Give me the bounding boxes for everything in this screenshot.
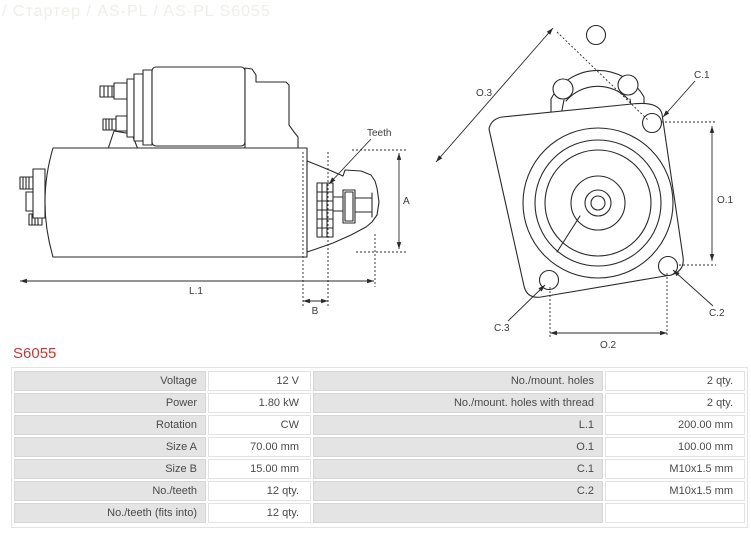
table-row: Size A 70.00 mm O.1 100.00 mm: [14, 437, 745, 457]
spec-value: 2 qty.: [605, 371, 745, 391]
spec-label: No./teeth (fits into): [14, 503, 206, 523]
dim-label-b: B: [312, 306, 319, 317]
teeth-label: Teeth: [367, 128, 391, 139]
spec-value: 1.80 kW: [208, 393, 311, 413]
spec-label: L.1: [313, 415, 603, 435]
spec-label: Rotation: [14, 415, 206, 435]
spec-value: M10x1.5 mm: [605, 459, 745, 479]
spec-value: 100.00 mm: [605, 437, 745, 457]
front-view-drawing: O.3 C.1 O.1 C.2 C.3 O.2: [435, 24, 734, 351]
spec-value: [605, 503, 745, 523]
spec-value: CW: [208, 415, 311, 435]
spec-label: C.1: [313, 459, 603, 479]
spec-table: Voltage 12 V No./mount. holes 2 qty. Pow…: [11, 367, 748, 528]
dim-label-o2: O.2: [600, 340, 617, 351]
dim-label-c3: C.3: [494, 323, 510, 334]
breadcrumb-watermark: / Стартер / AS-PL / AS-PL S6055: [2, 3, 271, 20]
spec-value: 2 qty.: [605, 393, 745, 413]
technical-drawing: B L.1 A Teeth: [19, 24, 734, 351]
spec-value: 70.00 mm: [208, 437, 311, 457]
dim-label-o3: O.3: [476, 88, 493, 99]
spec-value: 12 qty.: [208, 481, 311, 501]
spec-value: 12 V: [208, 371, 311, 391]
spec-label: O.1: [313, 437, 603, 457]
table-row: Rotation CW L.1 200.00 mm: [14, 415, 745, 435]
dim-label-c1: C.1: [694, 70, 710, 81]
table-row: No./teeth (fits into) 12 qty.: [14, 503, 745, 523]
spec-label: Power: [14, 393, 206, 413]
spec-label: No./mount. holes: [313, 371, 603, 391]
spec-label: Size B: [14, 459, 206, 479]
spec-label: C.2: [313, 481, 603, 501]
side-view-drawing: B L.1 A Teeth: [19, 66, 410, 317]
dim-label-a: A: [403, 196, 410, 207]
spec-label: Voltage: [14, 371, 206, 391]
table-row: Voltage 12 V No./mount. holes 2 qty.: [14, 371, 745, 391]
spec-value: 15.00 mm: [208, 459, 311, 479]
dim-label-o1: O.1: [717, 195, 734, 206]
spec-label: No./mount. holes with thread: [313, 393, 603, 413]
table-row: Size B 15.00 mm C.1 M10x1.5 mm: [14, 459, 745, 479]
table-row: Power 1.80 kW No./mount. holes with thre…: [14, 393, 745, 413]
spec-label: [313, 503, 603, 523]
dim-label-c2: C.2: [709, 308, 725, 319]
spec-value: M10x1.5 mm: [605, 481, 745, 501]
spec-label: Size A: [14, 437, 206, 457]
spec-value: 200.00 mm: [605, 415, 745, 435]
spec-label: No./teeth: [14, 481, 206, 501]
spec-value: 12 qty.: [208, 503, 311, 523]
dim-label-l1: L.1: [189, 286, 203, 297]
table-row: No./teeth 12 qty. C.2 M10x1.5 mm: [14, 481, 745, 501]
product-code: S6055: [13, 345, 57, 362]
